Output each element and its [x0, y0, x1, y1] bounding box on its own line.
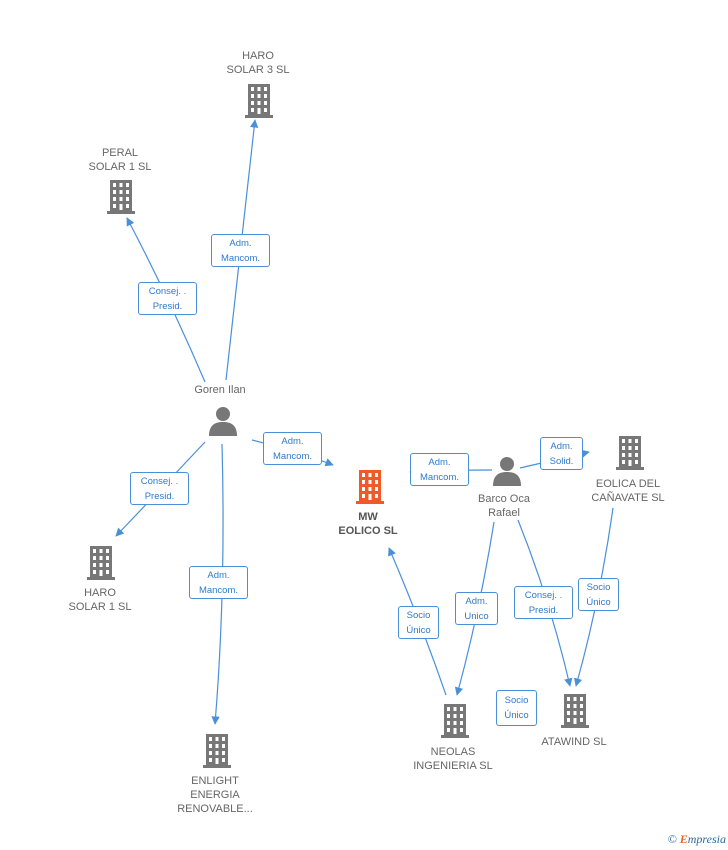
- brand-initial: E: [679, 832, 688, 846]
- haro-solar-3-label[interactable]: HARO SOLAR 3 SL: [226, 50, 290, 76]
- neolas-label[interactable]: NEOLAS INGENIERIA SL: [413, 746, 493, 772]
- edge-label-barco-neolas[interactable]: Adm. Unico: [455, 592, 498, 625]
- enlight-label[interactable]: ENLIGHT ENERGIA RENOVABLE...: [177, 775, 253, 815]
- edge-label-barco-mw[interactable]: Adm. Mancom.: [410, 453, 469, 486]
- haro-solar-1-building-icon[interactable]: [87, 546, 115, 580]
- edge-label-goren-haro1[interactable]: Consej. . Presid.: [130, 472, 189, 505]
- brand-name: mpresia: [687, 832, 726, 846]
- peral-solar-1-building-icon[interactable]: [107, 180, 135, 214]
- haro-solar-1-label[interactable]: HARO SOLAR 1 SL: [68, 587, 132, 613]
- mw-eolico-building-icon[interactable]: [356, 470, 384, 504]
- peral-solar-1-label[interactable]: PERAL SOLAR 1 SL: [88, 147, 152, 173]
- edge-label-barco-eolica[interactable]: Adm. Solid.: [540, 437, 583, 470]
- edge-label-eolica-atawind[interactable]: Socio Único: [578, 578, 619, 611]
- eolica-canavate-building-icon[interactable]: [616, 436, 644, 470]
- neolas-building-icon[interactable]: [441, 704, 469, 738]
- edge-label-goren-peral[interactable]: Consej. . Presid.: [138, 282, 197, 315]
- edge-label-goren-haro3[interactable]: Adm. Mancom.: [211, 234, 270, 267]
- edge-label-goren-mw[interactable]: Adm. Mancom.: [263, 432, 322, 465]
- empresia-watermark: © Empresia: [668, 832, 726, 847]
- copyright-icon: ©: [667, 832, 677, 846]
- edge-label-neolas-mw[interactable]: Socio Único: [398, 606, 439, 639]
- haro-solar-3-building-icon[interactable]: [245, 84, 273, 118]
- enlight-building-icon[interactable]: [203, 734, 231, 768]
- eolica-canavate-label[interactable]: EOLICA DEL CAÑAVATE SL: [591, 478, 665, 504]
- goren-ilan-person-icon[interactable]: [209, 407, 237, 436]
- atawind-building-icon[interactable]: [561, 694, 589, 728]
- barco-oca-label[interactable]: Barco Oca Rafael: [478, 493, 530, 519]
- edge-label-barco-atawind[interactable]: Consej. . Presid.: [514, 586, 573, 619]
- edge-label-neolas-atawind[interactable]: Socio Único: [496, 690, 537, 726]
- edge-label-goren-enlight[interactable]: Adm. Mancom.: [189, 566, 248, 599]
- barco-oca-person-icon[interactable]: [493, 457, 521, 486]
- goren-ilan-label[interactable]: Goren Ilan: [194, 384, 246, 396]
- mw-eolico-label[interactable]: MW EOLICO SL: [338, 511, 398, 537]
- atawind-label[interactable]: ATAWIND SL: [541, 736, 607, 748]
